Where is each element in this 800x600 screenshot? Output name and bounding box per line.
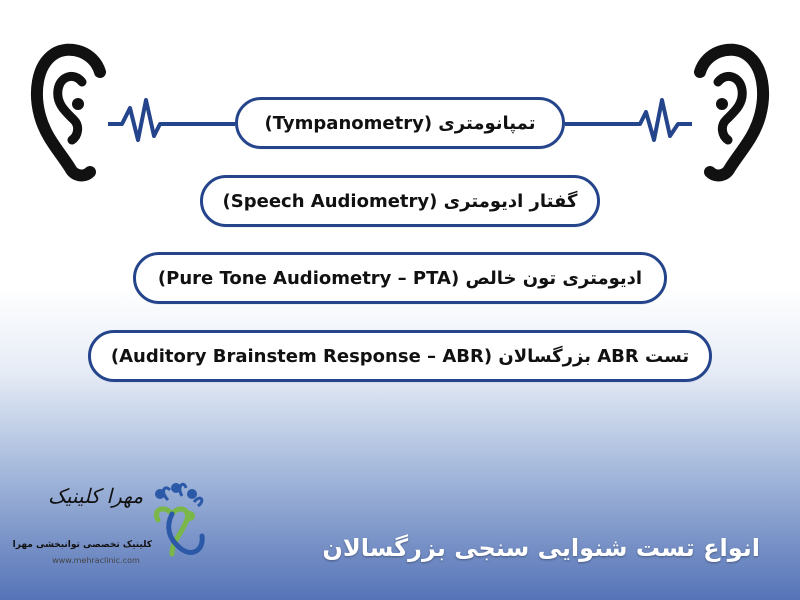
test-pill-abr: تست ABR بزرگسالان (Auditory Brainstem Re… — [88, 330, 712, 382]
logo-mark-icon — [154, 482, 205, 557]
clinic-logo: مهرا کلینیک کلینیک تخصصی توانبخشی مهرا w… — [12, 480, 214, 580]
test-pill-speech-audiometry: گفتار ادیومتری (Speech Audiometry) — [200, 175, 600, 227]
test-label: تمپانومتری (Tympanometry) — [264, 112, 536, 134]
logo-subtitle: کلینیک تخصصی توانبخشی مهرا — [12, 540, 152, 550]
test-label: گفتار ادیومتری (Speech Audiometry) — [222, 190, 578, 212]
ear-icon — [30, 43, 106, 182]
logo-url: www.mehraclinic.com — [52, 556, 140, 565]
test-pill-pure-tone-audiometry: ادیومتری تون خالص (Pure Tone Audiometry … — [133, 252, 667, 304]
page-title: انواع تست شنوایی سنجی بزرگسالان — [322, 534, 760, 562]
logo-script-name: مهرا کلینیک — [48, 484, 144, 508]
ear-icon — [694, 43, 770, 182]
test-label: ادیومتری تون خالص (Pure Tone Audiometry … — [157, 267, 643, 289]
test-label: تست ABR بزرگسالان (Auditory Brainstem Re… — [110, 345, 690, 367]
test-pill-tympanometry: تمپانومتری (Tympanometry) — [235, 97, 565, 149]
